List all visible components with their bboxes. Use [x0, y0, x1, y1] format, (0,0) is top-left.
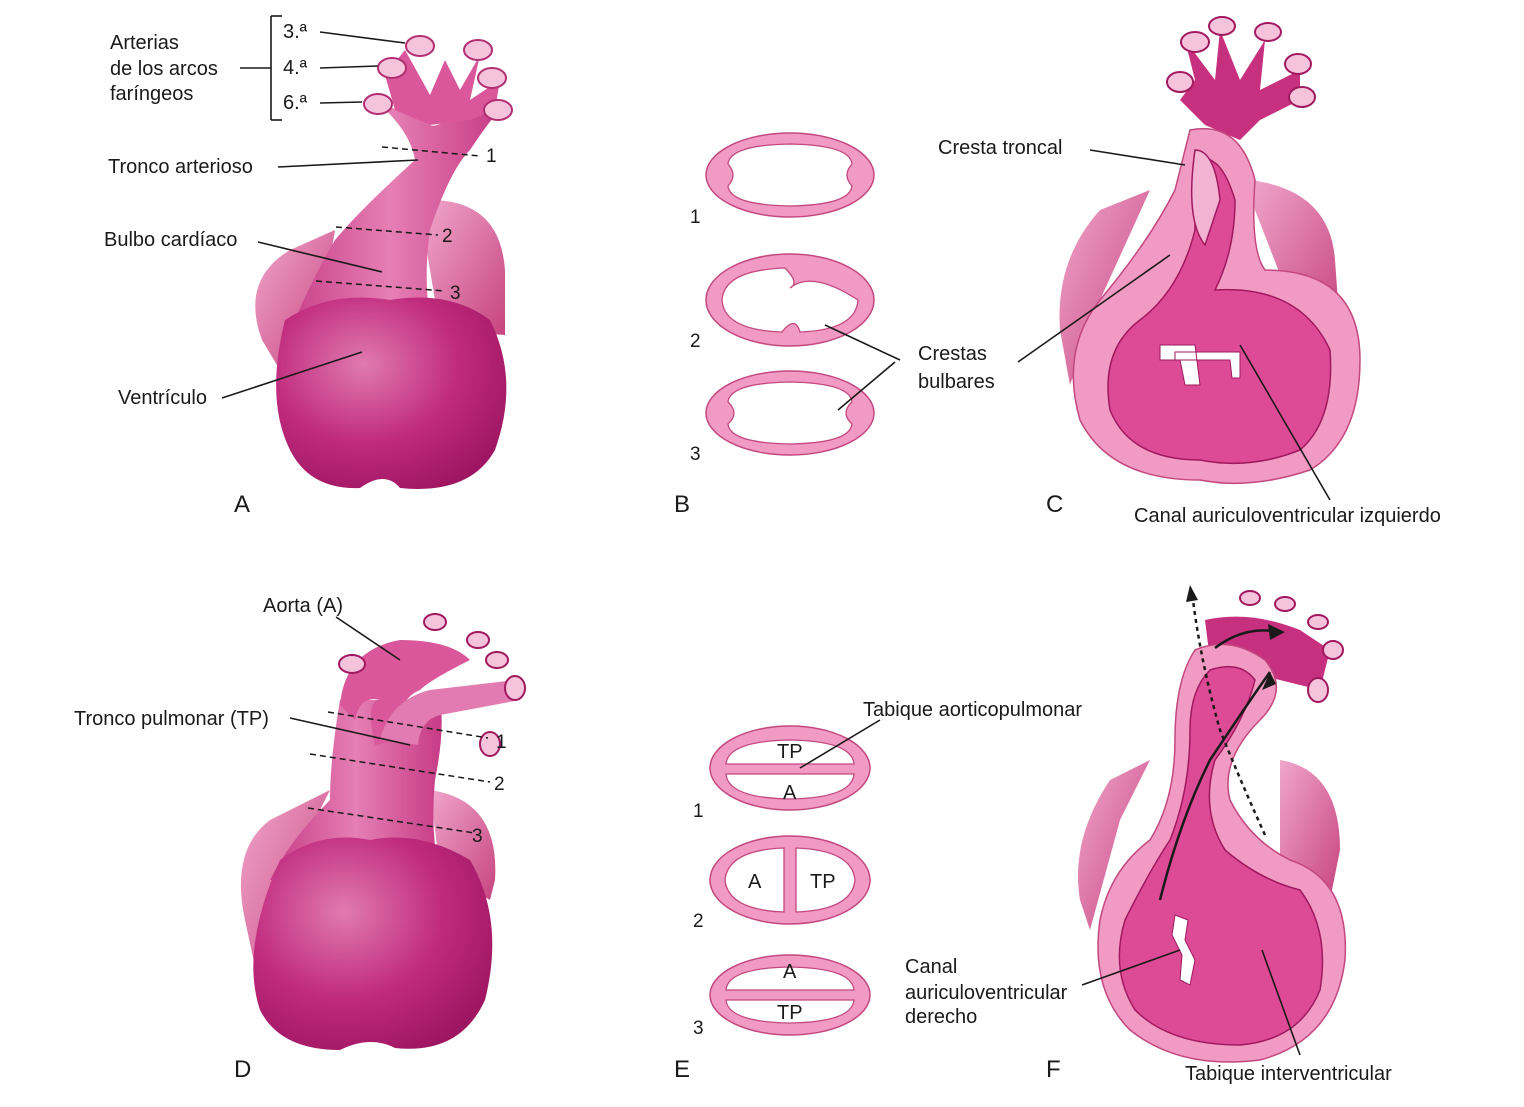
left-av-canal-label: Canal auriculoventricular izquierdo — [1134, 505, 1441, 527]
arteries-c — [1166, 16, 1316, 140]
ventricle-a — [276, 297, 507, 489]
bulbar-ridges-label-line2: bulbares — [918, 371, 995, 393]
av-canals-c — [1159, 344, 1241, 386]
arch-6-label: 6.ª — [283, 92, 308, 114]
section-2-b: 2 — [690, 331, 701, 352]
panel-b: 1 2 3 B — [674, 132, 875, 518]
right-av-canal-label-line3: derecho — [905, 1006, 977, 1028]
section-e1 — [709, 725, 871, 811]
section-1-b: 1 — [690, 207, 701, 228]
right-av-canal-f — [1171, 914, 1196, 986]
panel-letter-c: C — [1046, 491, 1063, 518]
ventricle-d — [253, 837, 493, 1050]
aorta-branches-d — [338, 613, 526, 757]
cut-3-a: 3 — [450, 283, 461, 304]
panel-c: Cresta troncal Crestas bulbares Canal au… — [824, 16, 1441, 527]
e1-top-label: TP — [777, 741, 803, 763]
cut-3-d: 3 — [472, 826, 483, 847]
panel-letter-e: E — [674, 1056, 690, 1083]
section-2-e: 2 — [693, 911, 704, 932]
truncal-ridge-label: Cresta troncal — [938, 137, 1063, 159]
section-3-e: 3 — [693, 1018, 704, 1039]
panel-letter-f: F — [1046, 1056, 1061, 1083]
arches-title-line1: Arterias — [110, 32, 179, 54]
interventricular-septum-label: Tabique interventricular — [1185, 1063, 1392, 1085]
septum-label: Tabique aorticopulmonar — [863, 699, 1082, 721]
panel-d: Aorta (A) Tronco pulmonar (TP) 1 2 3 D — [74, 595, 526, 1083]
trunk-d — [270, 700, 442, 880]
panel-letter-b: B — [674, 491, 690, 518]
e2-left-label: A — [748, 871, 762, 893]
atrium-right-a — [255, 230, 335, 370]
cut-1-d: 1 — [496, 732, 507, 753]
section-3-b: 3 — [690, 444, 701, 465]
cut-1-a: 1 — [486, 146, 497, 167]
panel-letter-a: A — [234, 491, 250, 518]
e3-bottom-label: TP — [777, 1002, 803, 1024]
blood-flow-solid — [1158, 671, 1272, 901]
panel-a: Arterias de los arcos faríngeos 3.ª 4.ª … — [104, 15, 513, 518]
arch-3-label: 3.ª — [283, 21, 308, 43]
right-av-canal-label-line2: auriculoventricular — [905, 982, 1068, 1004]
arches-title-line3: faríngeos — [110, 83, 193, 105]
cut-2-a: 2 — [442, 226, 453, 247]
section-e2 — [709, 835, 871, 925]
section-b2 — [705, 253, 875, 347]
arches-title-line2: de los arcos — [110, 58, 218, 80]
blood-flow-dotted — [1190, 591, 1267, 836]
e2-right-label: TP — [810, 871, 836, 893]
truncus-a — [280, 100, 500, 360]
pulmonary-branch-d — [380, 680, 520, 745]
truncal-ridge-c — [1190, 149, 1221, 247]
panel-f: Canal auriculoventricular derecho Tabiqu… — [905, 585, 1392, 1085]
ventricle-label: Ventrículo — [118, 387, 207, 409]
right-av-canal-label-line1: Canal — [905, 956, 957, 978]
atrium-right-f — [1078, 760, 1150, 930]
e3-top-label: A — [783, 961, 797, 983]
lumen-c — [1107, 157, 1332, 465]
bulbar-ridges-label-line1: Crestas — [918, 343, 987, 365]
panel-e: TP A A TP A TP Tabique aorticopulmonar 1… — [674, 699, 1082, 1083]
section-b1 — [705, 132, 875, 218]
truncus-label: Tronco arterioso — [108, 156, 253, 178]
panel-letter-d: D — [234, 1056, 251, 1083]
section-1-e: 1 — [693, 801, 704, 822]
e1-bottom-label: A — [783, 782, 797, 804]
lumen-f — [1118, 665, 1324, 1046]
section-e3 — [709, 954, 871, 1036]
bulbus-label: Bulbo cardíaco — [104, 229, 237, 251]
cut-2-d: 2 — [494, 774, 505, 795]
section-b3 — [705, 370, 875, 456]
pharyngeal-arch-arteries-a — [363, 35, 513, 125]
aorta-label: Aorta (A) — [263, 595, 343, 617]
pulmonary-trunk-label: Tronco pulmonar (TP) — [74, 708, 269, 730]
arch-4-label: 4.ª — [283, 57, 308, 79]
